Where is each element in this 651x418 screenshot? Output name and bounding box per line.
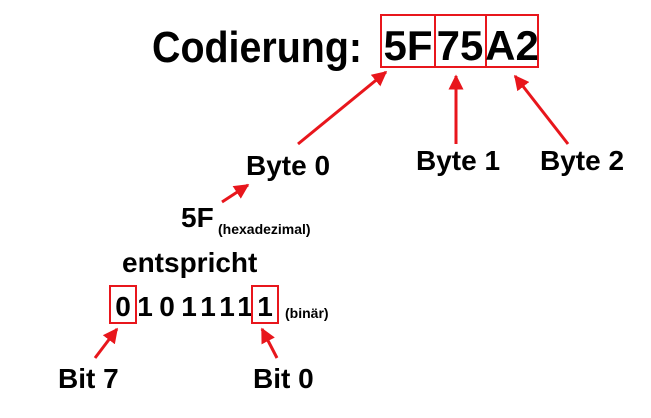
equivalence-label: entspricht bbox=[122, 247, 257, 278]
hex-value: 5F bbox=[181, 202, 214, 233]
arrow-bit-7 bbox=[93, 327, 119, 359]
arrow-hex-to-byte-0 bbox=[221, 183, 250, 204]
arrow-byte-2 bbox=[513, 74, 570, 145]
binary-digits: 0 1 0 1 1 1 1 1 bbox=[115, 291, 273, 322]
byte-value-0: 5F bbox=[383, 22, 432, 69]
bit-0-highlight-box bbox=[251, 285, 279, 324]
byte-label-2: Byte 2 bbox=[540, 145, 624, 176]
byte-box-2 bbox=[485, 14, 539, 68]
bit-digit-6: 1 bbox=[137, 291, 153, 322]
binary-note: (binär) bbox=[285, 305, 329, 321]
bit-digit-2: 1 bbox=[219, 291, 235, 322]
bit-digit-1: 1 bbox=[237, 291, 253, 322]
bit-7-label: Bit 7 bbox=[58, 363, 119, 394]
bit-7-highlight-box bbox=[109, 285, 137, 324]
byte-value-2: A2 bbox=[485, 22, 539, 69]
bit-digit-7: 0 bbox=[115, 291, 131, 322]
byte-box-group bbox=[380, 14, 539, 68]
bit-digit-0: 1 bbox=[257, 291, 273, 322]
bit-digit-5: 0 bbox=[159, 291, 175, 322]
bit-0-label: Bit 0 bbox=[253, 363, 314, 394]
bit-digit-4: 1 bbox=[181, 291, 197, 322]
heading-label: Codierung: bbox=[152, 23, 362, 72]
byte-value-1: 75 bbox=[437, 22, 484, 69]
arrow-bit-0 bbox=[260, 327, 279, 359]
arrow-byte-0 bbox=[297, 70, 388, 146]
bit-digit-3: 1 bbox=[200, 291, 216, 322]
byte-label-1: Byte 1 bbox=[416, 145, 500, 176]
byte-label-0: Byte 0 bbox=[246, 150, 330, 181]
hex-note: (hexadezimal) bbox=[218, 221, 311, 237]
